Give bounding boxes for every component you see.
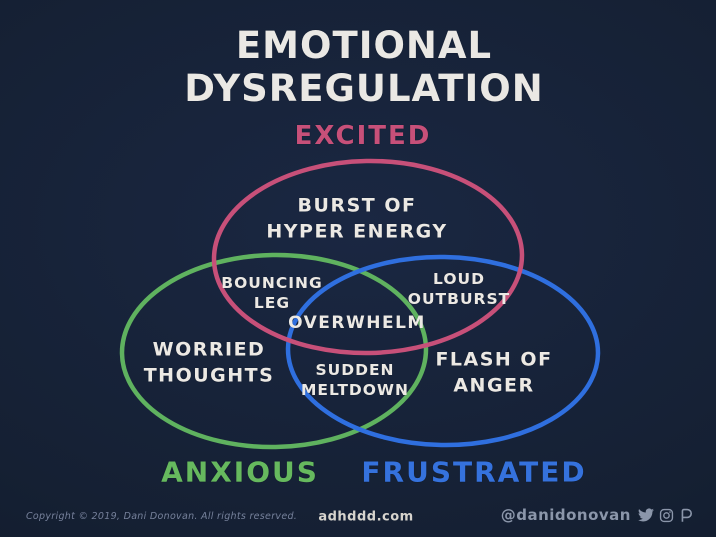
region-anxious-frustrated: SUDDEN MELTDOWN bbox=[300, 360, 410, 399]
set-label-excited: EXCITED bbox=[294, 121, 432, 151]
region-anxious-only: WORRIED THOUGHTS bbox=[143, 338, 275, 386]
page-title: EMOTIONAL DYSREGULATION bbox=[184, 24, 544, 110]
region-excited-frustrated: LOUD OUTBURST bbox=[407, 269, 511, 308]
copyright-notice: Copyright © 2019, Dani Donovan. All righ… bbox=[26, 511, 298, 522]
region-center-all: OVERWHELM bbox=[288, 313, 426, 333]
region-frustrated-only: FLASH OF ANGER bbox=[435, 348, 553, 396]
venn-ellipse-anxious bbox=[119, 252, 429, 450]
patreon-icon bbox=[679, 508, 694, 523]
venn-ellipse-frustrated bbox=[285, 254, 601, 448]
set-label-anxious: ANXIOUS bbox=[161, 455, 319, 489]
twitter-icon bbox=[638, 507, 654, 523]
instagram-icon bbox=[659, 508, 674, 523]
social-icon-row bbox=[638, 507, 694, 523]
venn-ellipse-excited bbox=[211, 158, 525, 356]
region-excited-only: BURST OF HYPER ENERGY bbox=[266, 194, 448, 242]
set-label-frustrated: FRUSTRATED bbox=[361, 455, 587, 489]
website-url: adhddd.com bbox=[318, 509, 414, 525]
social-credit: @danidonovan bbox=[501, 506, 694, 524]
social-handle: @danidonovan bbox=[500, 506, 631, 524]
region-excited-anxious: BOUNCING LEG bbox=[221, 273, 323, 312]
